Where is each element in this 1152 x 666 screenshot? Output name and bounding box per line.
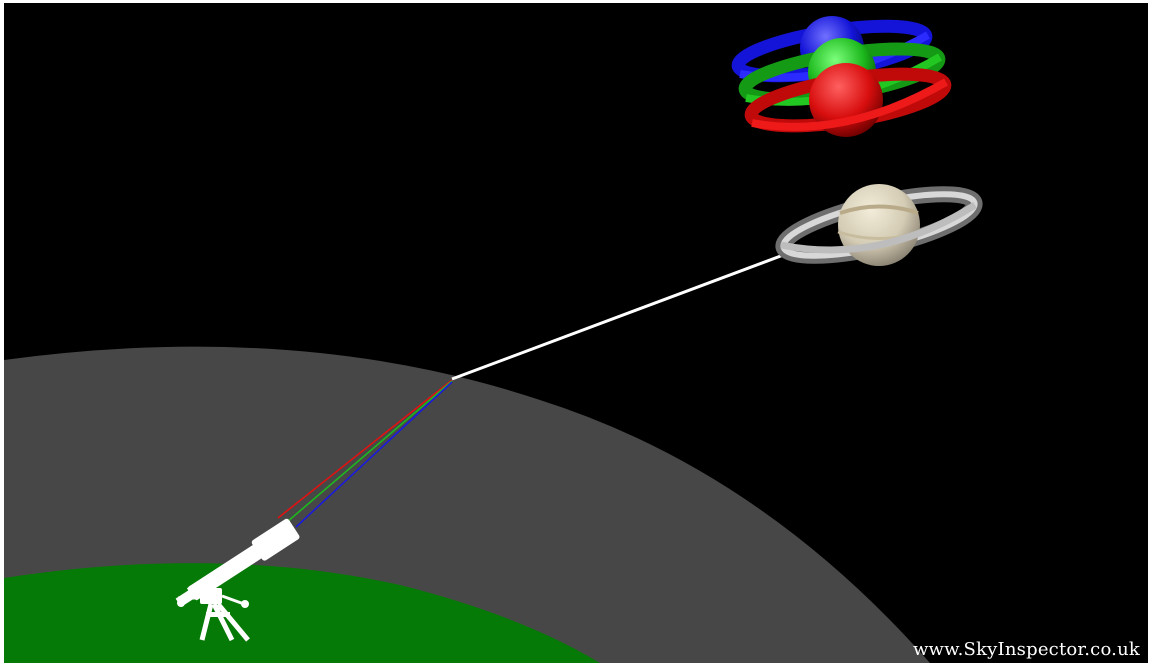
watermark-credit: www.SkyInspector.co.uk xyxy=(912,639,1140,660)
light-ray-blue xyxy=(295,381,453,528)
light-ray-green xyxy=(286,380,453,523)
light-ray-red xyxy=(277,379,453,519)
earth-ground xyxy=(4,563,600,663)
telescope-on-tripod xyxy=(175,518,300,642)
saturn-red-image xyxy=(744,63,952,137)
saturn-planet xyxy=(775,184,983,266)
light-ray-space xyxy=(451,252,787,381)
rgb-dispersed-saturn-images xyxy=(731,16,952,137)
